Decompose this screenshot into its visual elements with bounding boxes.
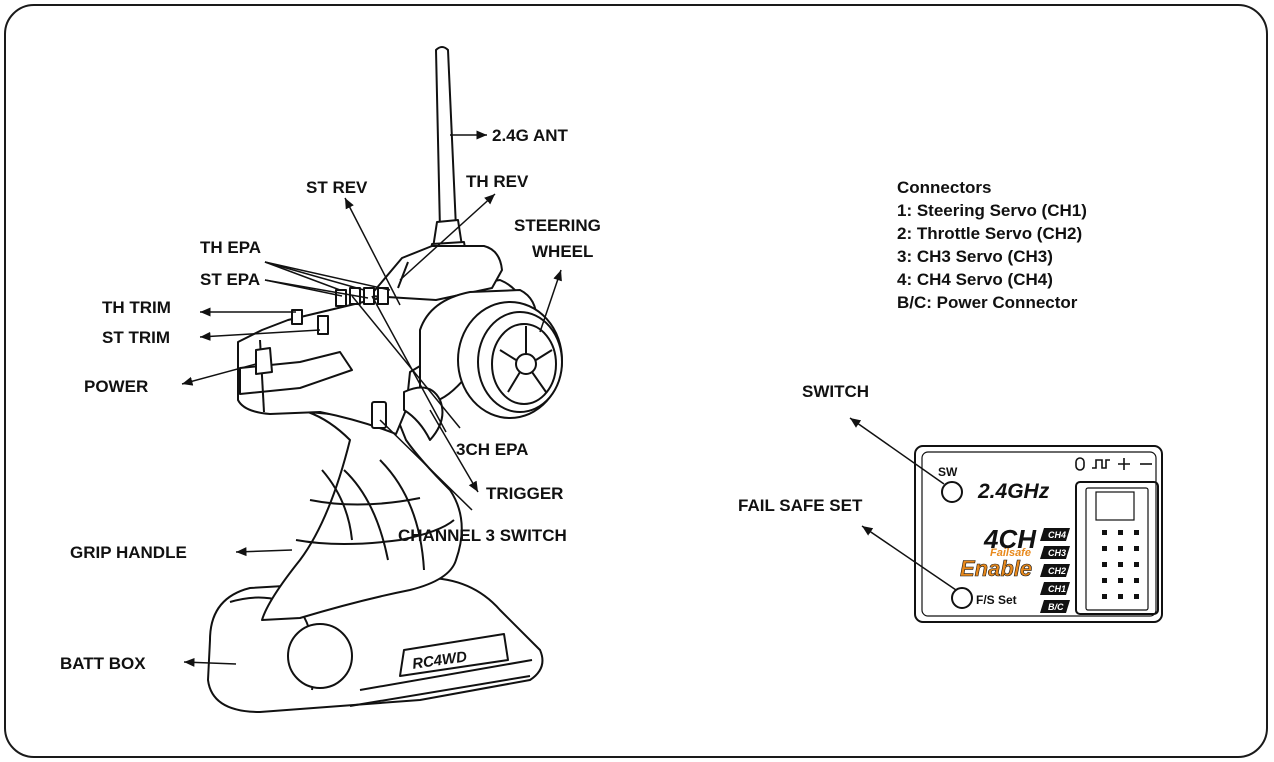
grip-handle	[261, 411, 463, 621]
receiver-leaders	[849, 417, 957, 591]
label-switch: SWITCH	[802, 382, 870, 401]
label-antenna: 2.4G ANT	[492, 126, 568, 145]
label-st-rev: ST REV	[306, 178, 368, 197]
connector-item: 1: Steering Servo (CH1)	[897, 201, 1087, 220]
label-th-epa: TH EPA	[200, 238, 262, 257]
label-channel3-switch: CHANNEL 3 SWITCH	[398, 526, 567, 545]
label-trigger: TRIGGER	[486, 484, 564, 503]
label-batt-box: BATT BOX	[60, 654, 146, 673]
label-st-epa: ST EPA	[200, 270, 261, 289]
label-fail-safe-set: FAIL SAFE SET	[738, 496, 863, 515]
receiver-band: 2.4GHz	[977, 480, 1050, 503]
receiver-pins	[1102, 530, 1139, 599]
sw-button	[941, 481, 963, 503]
port-bc: B/C	[1048, 602, 1064, 612]
connector-item: B/C: Power Connector	[897, 293, 1078, 312]
receiver	[914, 445, 1163, 623]
label-grip-handle: GRIP HANDLE	[70, 543, 187, 562]
connector-item: 4: CH4 Servo (CH4)	[897, 270, 1053, 289]
connector-item: 3: CH3 Servo (CH3)	[897, 247, 1053, 266]
label-st-trim: ST TRIM	[102, 328, 170, 347]
receiver-fs-set: F/S Set	[976, 593, 1017, 607]
leader-lines	[181, 130, 562, 667]
label-3ch-epa: 3CH EPA	[456, 440, 529, 459]
fs-set-button	[951, 587, 973, 609]
receiver-sw-label: SW	[938, 465, 958, 479]
receiver-failsafe-bottom: Enable	[960, 556, 1032, 581]
label-th-trim: TH TRIM	[102, 298, 171, 317]
label-th-rev: TH REV	[466, 172, 529, 191]
antenna	[435, 46, 457, 231]
label-steering-wheel-2: WHEEL	[532, 242, 594, 261]
port-ch1: CH1	[1048, 584, 1066, 594]
transmitter	[207, 46, 563, 713]
connector-item: 2: Throttle Servo (CH2)	[897, 224, 1083, 243]
port-ch3: CH3	[1048, 548, 1066, 558]
connectors-legend: Connectors 1: Steering Servo (CH1) 2: Th…	[897, 176, 1087, 314]
receiver-failsafe-top: Failsafe	[990, 547, 1031, 559]
receiver-channels: 4CH	[983, 524, 1037, 554]
connectors-title: Connectors	[897, 178, 992, 197]
receiver-pin-symbols	[1075, 457, 1152, 471]
port-ch4: CH4	[1048, 530, 1066, 540]
diagram-frame	[4, 4, 1268, 758]
label-power: POWER	[84, 377, 149, 396]
label-steering-wheel-1: STEERING	[514, 216, 601, 235]
receiver-port-tags	[1040, 528, 1070, 613]
port-ch2: CH2	[1048, 566, 1066, 576]
